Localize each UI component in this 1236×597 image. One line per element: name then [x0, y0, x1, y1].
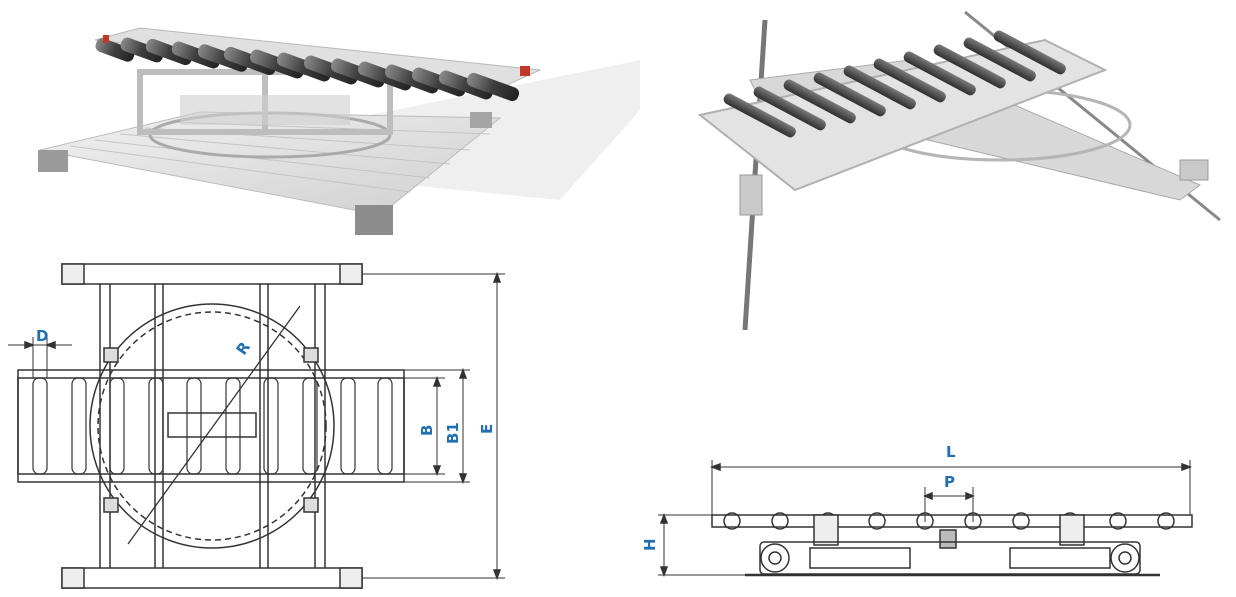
bracket	[1179, 159, 1209, 181]
photo-turntable-conveyor	[0, 0, 660, 245]
rollers	[723, 30, 1066, 138]
stopper	[520, 66, 530, 76]
foot	[38, 150, 68, 172]
photo-rotated-conveyor	[680, 0, 1236, 345]
label-B1: B1	[444, 422, 462, 444]
drawing-side-view: L P	[640, 430, 1236, 593]
photo-rotated-conveyor-drawing	[697, 10, 1221, 331]
label-H: H	[641, 538, 659, 551]
label-D: D	[36, 327, 48, 345]
label-P: P	[944, 473, 955, 491]
bracket	[739, 174, 763, 216]
top-view-svg: D R B B1 E	[8, 263, 505, 589]
base-bar-bottom	[61, 567, 363, 589]
radius-line	[127, 305, 301, 545]
label-L: L	[946, 443, 956, 461]
base-bar-top	[61, 263, 363, 285]
foot	[470, 112, 492, 128]
label-E: E	[478, 424, 496, 434]
top-view-rollers	[32, 377, 393, 475]
wheel	[760, 543, 790, 573]
wheel	[1110, 543, 1140, 573]
corner-foot	[61, 567, 85, 589]
corner-foot	[61, 263, 85, 285]
side-conveyor-rail	[711, 514, 1193, 528]
corner-foot	[339, 567, 363, 589]
corner-foot	[339, 263, 363, 285]
turntable-ring	[89, 303, 335, 549]
photo-turntable-conveyor-drawing	[38, 27, 640, 235]
base-plate	[39, 111, 502, 216]
conveyor-body	[17, 369, 405, 483]
stopper	[103, 35, 109, 43]
foot	[355, 205, 393, 235]
rollers	[95, 37, 520, 102]
label-R: R	[233, 338, 255, 358]
label-B: B	[418, 425, 436, 436]
drawing-top-view: D R B B1 E	[0, 248, 540, 593]
side-view-svg: L P	[641, 443, 1193, 578]
